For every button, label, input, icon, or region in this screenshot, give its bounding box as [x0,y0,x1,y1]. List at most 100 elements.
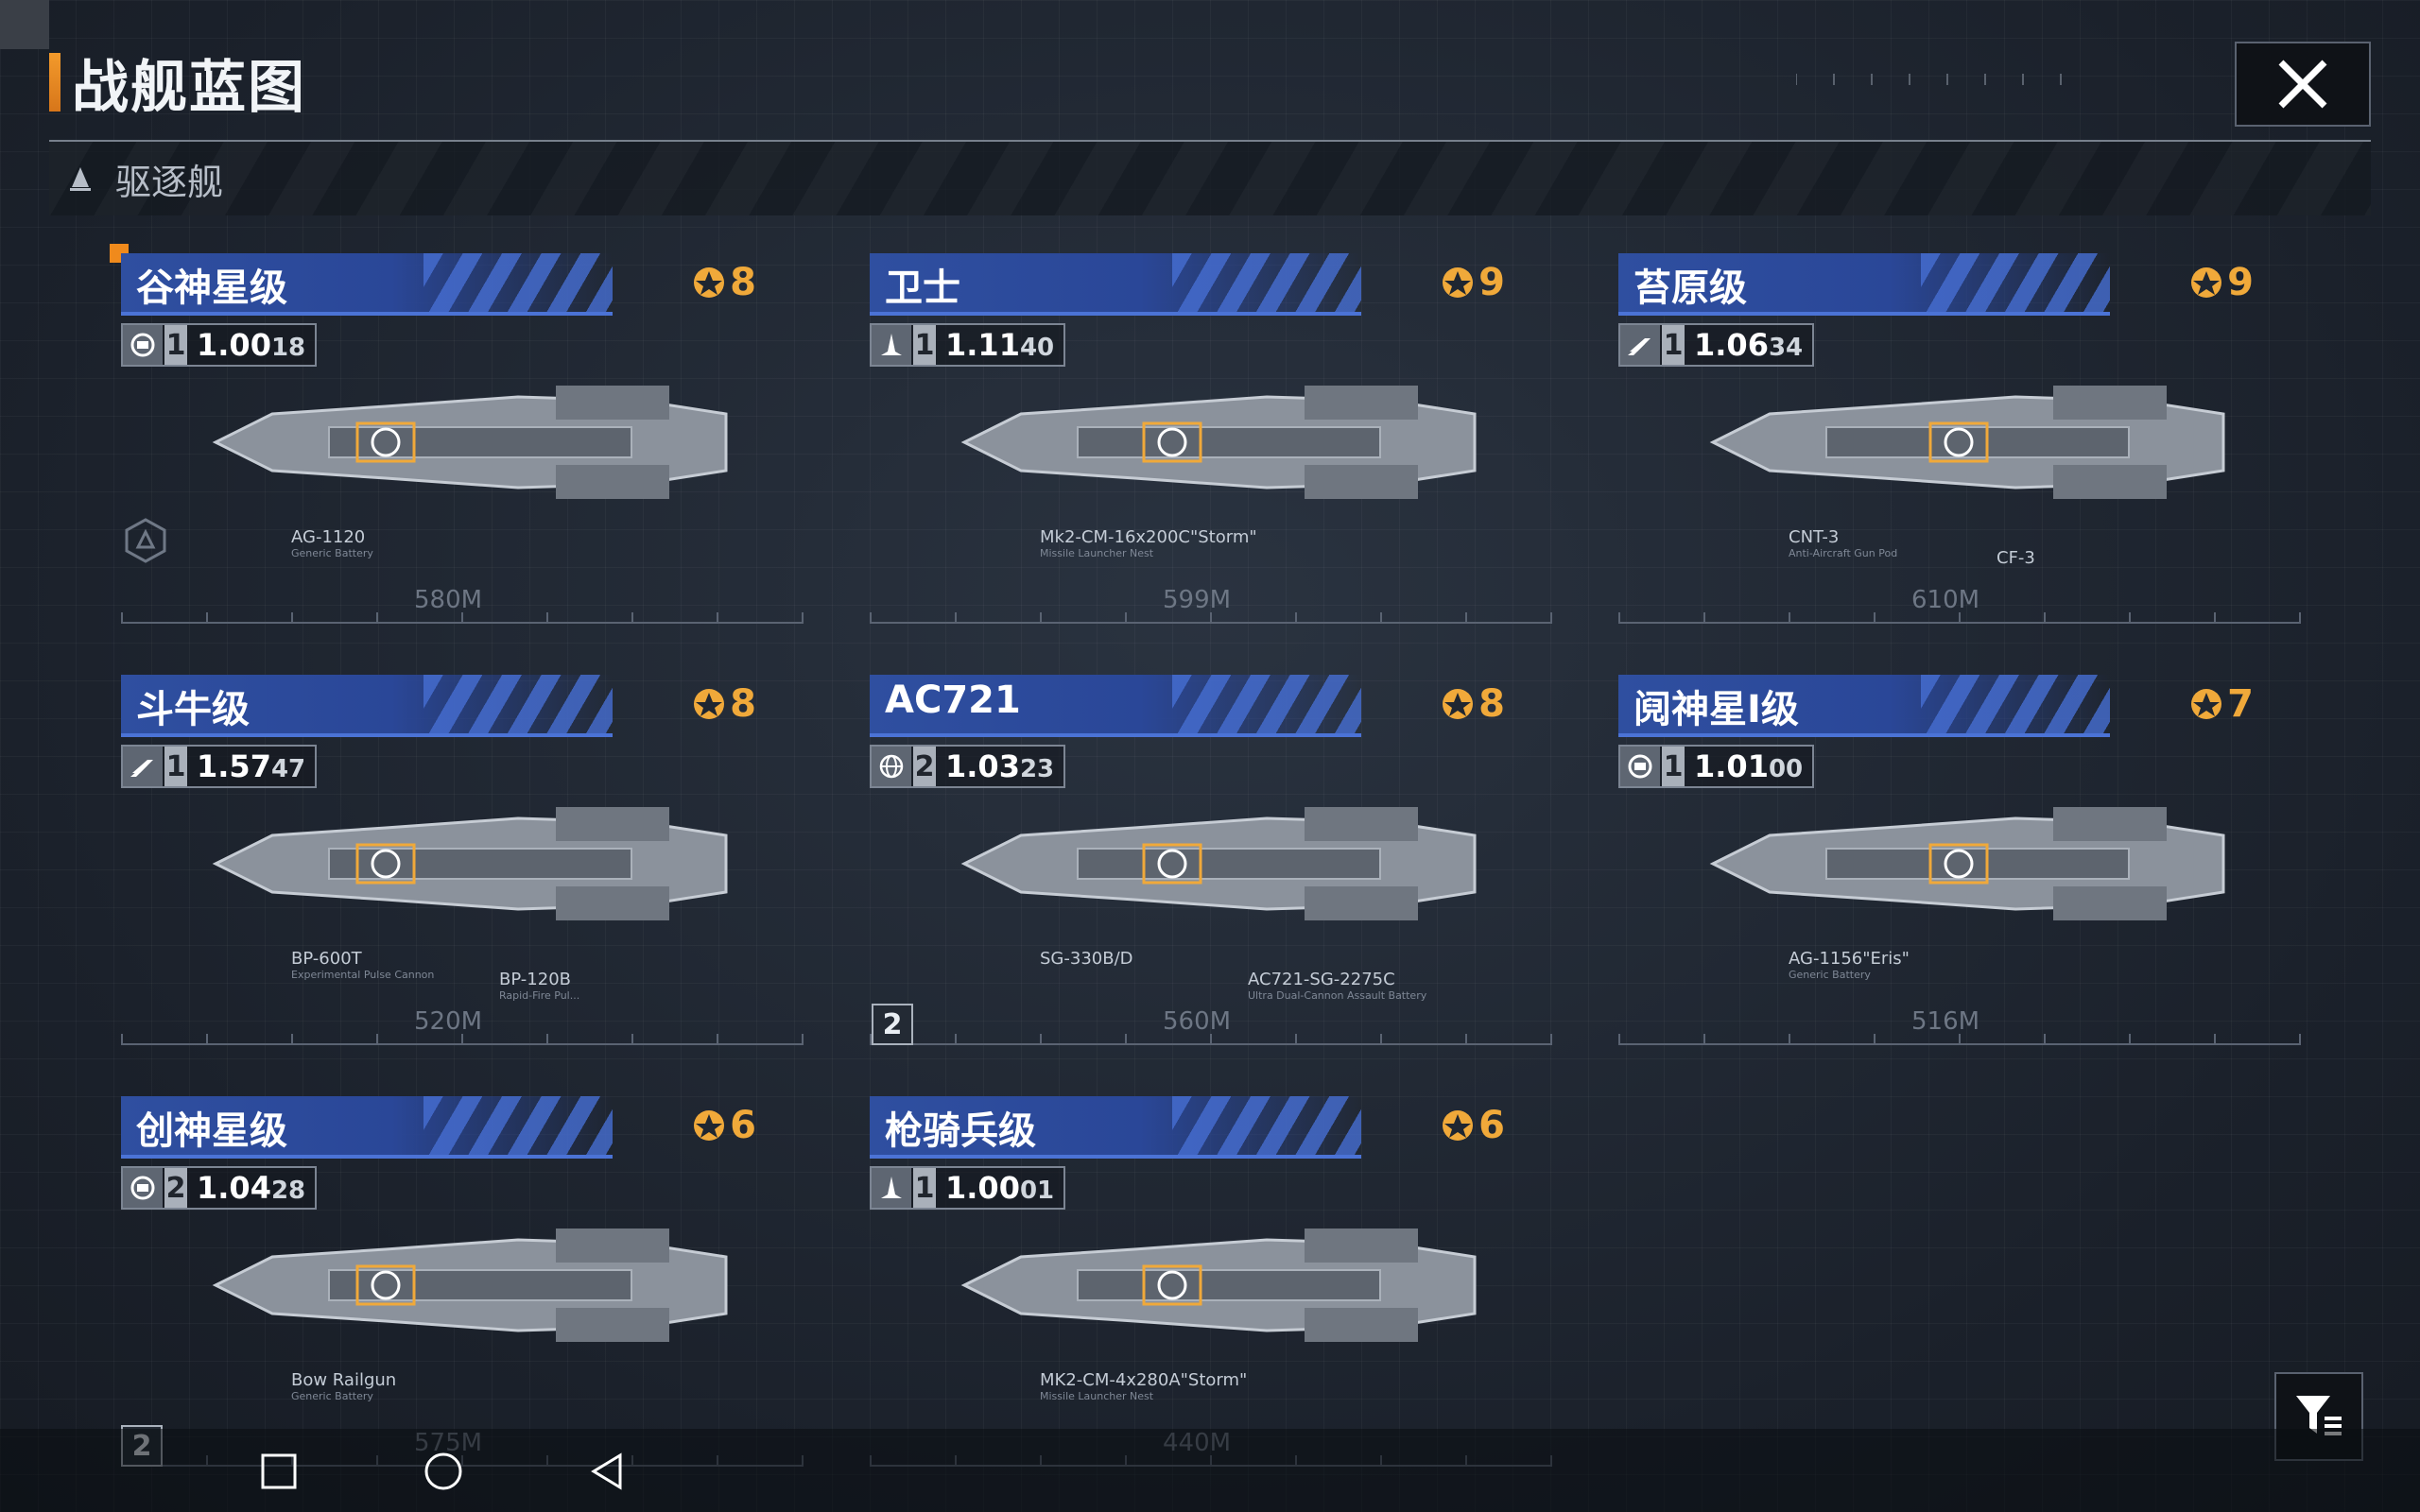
ruler-tick [376,612,378,624]
ship-length: 599M [1163,586,1232,614]
fleet-cost-icon [2191,689,2222,719]
ship-tier: 1 [164,325,187,365]
ruler-tick [121,1034,123,1045]
ruler-tick [717,612,718,624]
ruler-tick [461,1034,463,1045]
score-sub: 23 [1019,755,1055,783]
ruler-tick [206,1034,208,1045]
ship-card[interactable]: 枪骑兵级 6 1 1.0001 MK2-CM-4x280A"Storm" Mis… [870,1096,1552,1484]
ruler-tick [2129,612,2131,624]
ruler-tick [1550,612,1552,624]
weapon-label: BP-600T Experimental Pulse Cannon [291,949,434,981]
category-bar[interactable]: 驱逐舰 [49,142,2371,215]
fighter-icon [872,325,911,365]
speed-icon [1620,325,1660,365]
ship-score: 1.0428 [187,1170,315,1206]
ship-stat-box: 2 1.0428 [121,1166,318,1210]
hexagon-info-icon[interactable] [125,518,166,563]
ship-blueprint-image [960,807,1477,920]
weapon-name: BP-600T [291,949,362,969]
fleet-icon [123,325,163,365]
ship-score: 1.5747 [187,748,315,784]
ship-stat-box: 1 1.0001 [870,1166,1066,1210]
fleet-cost-icon [1443,1110,1474,1141]
ruler-tick [870,1034,872,1045]
ruler-tick [2214,612,2216,624]
ship-cost: 8 [692,682,756,726]
ruler-tick [1465,1034,1467,1045]
ship-tier: 1 [1662,325,1685,365]
weapon-label: Bow Railgun Generic Battery [291,1370,396,1402]
ruler-tick [1210,1034,1212,1045]
ship-score: 1.1140 [936,327,1063,363]
page-header: 战舰蓝图 [49,49,306,121]
ruler-tick [1465,612,1467,624]
variant-badge: 2 [872,1004,913,1045]
speed-icon [123,747,163,786]
ship-blueprint-image [1709,807,2225,920]
ruler-tick [2214,1034,2216,1045]
close-button[interactable] [2235,42,2371,127]
ruler-tick [1210,612,1212,624]
fighter-icon [872,1168,911,1208]
ruler-tick [1703,1034,1705,1045]
score-sub: 00 [1768,755,1804,783]
ship-blueprint-image [212,386,728,499]
ruler-tick [1040,1034,1042,1045]
score-sub: 18 [270,334,306,362]
ship-card[interactable]: 创神星级 6 2 1.0428 Bow Railgun Generic Batt… [121,1096,804,1484]
cost-value: 9 [2227,261,2254,304]
weapon-name: BP-120B [499,970,572,989]
ruler-tick [1040,612,1042,624]
ruler-tick [1703,612,1705,624]
cost-value: 6 [730,1104,756,1147]
ruler-tick [2299,1034,2301,1045]
ship-tier: 1 [1662,747,1685,786]
score-main: 1.01 [1694,748,1769,784]
ship-card[interactable]: 苔原级 9 1 1.0634 CNT-3 Anti-Aircraft Gun P… [1618,253,2301,641]
ship-blueprint-image [212,1228,728,1342]
score-main: 1.57 [197,748,271,784]
ship-tier: 2 [164,1168,187,1208]
ruler-tick [1550,1034,1552,1045]
title-accent [49,53,60,112]
weapon-name: Mk2-CM-16x200C"Storm" [1040,527,1257,547]
weapon-label: BP-120B Rapid-Fire Pul... [499,970,579,1002]
ship-card[interactable]: 谷神星级 8 1 1.0018 AG-1120 Generic Battery … [121,253,804,641]
ship-score: 1.0018 [187,327,315,363]
ship-cost: 9 [1441,261,1505,304]
ship-name: 斗牛级 [136,688,250,731]
weapon-type: Rapid-Fire Pul... [499,989,580,1002]
score-sub: 28 [270,1177,306,1205]
ruler-tick [2044,612,2046,624]
home-icon[interactable] [420,1448,467,1495]
ruler-tick [802,1034,804,1045]
weapon-label: AC721-SG-2275C Ultra Dual-Cannon Assault… [1248,970,1426,1002]
ship-stat-box: 1 1.5747 [121,745,318,788]
weapon-label: SG-330B/D [1040,949,1133,969]
ship-name: 谷神星级 [136,266,287,310]
ruler-tick [1618,612,1620,624]
ship-card[interactable]: AC721 8 2 1.0323 SG-330B/D AC721-SG-2275… [870,675,1552,1062]
fleet-cost-icon [2191,267,2222,298]
ruler-tick [1789,612,1790,624]
back-icon[interactable] [584,1448,631,1495]
weapon-name: CNT-3 [1789,527,1840,547]
ship-score: 1.0001 [936,1170,1063,1206]
recent-apps-icon[interactable] [255,1448,302,1495]
ship-stat-box: 1 1.0100 [1618,745,1815,788]
ship-tier: 2 [913,747,936,786]
ship-card[interactable]: 阋神星I级 7 1 1.0100 AG-1156"Eris" Generic B… [1618,675,2301,1062]
system-navigation-bar [0,1429,2420,1512]
ruler-tick [1380,612,1382,624]
weapon-label: Mk2-CM-16x200C"Storm" Missile Launcher N… [1040,527,1257,559]
ship-name-banner [1618,675,2110,737]
ship-name: 阋神星I级 [1634,688,1799,731]
ship-card[interactable]: 斗牛级 8 1 1.5747 BP-600T Experimental Puls… [121,675,804,1062]
cost-value: 8 [1478,682,1505,726]
ruler-tick [955,612,957,624]
decorative-ruler [1796,74,2062,85]
header-divider [49,140,2371,142]
score-main: 1.03 [945,748,1020,784]
ship-card[interactable]: 卫士 9 1 1.1140 Mk2-CM-16x200C"Storm" Miss… [870,253,1552,641]
